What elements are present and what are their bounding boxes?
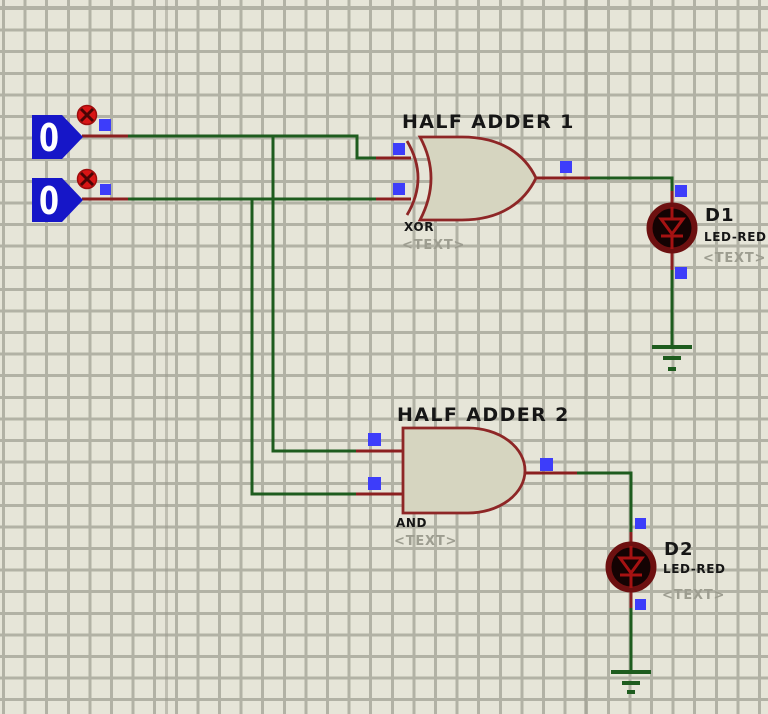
selection-handle[interactable] bbox=[635, 599, 646, 610]
toggle-actuator-icon[interactable] bbox=[76, 104, 98, 126]
led-value-d1: LED-RED bbox=[704, 230, 767, 244]
selection-handle[interactable] bbox=[368, 477, 381, 490]
logic-input-2-state: 0 bbox=[39, 179, 59, 223]
logic-input-1-state: 0 bbox=[39, 116, 59, 160]
selection-handle[interactable] bbox=[368, 433, 381, 446]
led-value-d2: LED-RED bbox=[663, 562, 726, 576]
selection-handle[interactable] bbox=[540, 458, 553, 471]
logic-input-1[interactable]: 0 bbox=[32, 104, 98, 161]
grid-major-line bbox=[584, 0, 587, 714]
selection-handle[interactable] bbox=[393, 143, 405, 155]
selection-handle[interactable] bbox=[393, 183, 405, 195]
gate-type-label-and: AND bbox=[396, 516, 428, 530]
led-diode-symbol bbox=[658, 207, 686, 249]
led-text-placeholder: <TEXT> bbox=[703, 251, 767, 266]
xor-gate-body[interactable] bbox=[417, 135, 538, 222]
selection-handle[interactable] bbox=[675, 185, 687, 197]
component-pins bbox=[82, 134, 674, 608]
gate-text-placeholder: <TEXT> bbox=[394, 534, 458, 549]
logic-input-body[interactable] bbox=[32, 115, 83, 159]
gate-title-half-adder-2: HALF ADDER 2 bbox=[397, 404, 570, 426]
toggle-actuator-icon[interactable] bbox=[76, 168, 98, 190]
wire-and-out-to-d2[interactable] bbox=[576, 471, 633, 533]
led-diode-symbol bbox=[617, 546, 645, 588]
led-body[interactable] bbox=[646, 202, 698, 254]
led-d1[interactable] bbox=[646, 202, 698, 254]
and-gate[interactable] bbox=[401, 426, 527, 515]
led-text-placeholder: <TEXT> bbox=[662, 588, 726, 603]
xor-gate[interactable] bbox=[405, 135, 538, 222]
selection-handle[interactable] bbox=[100, 184, 111, 195]
ground-icon[interactable] bbox=[611, 670, 651, 694]
gate-type-label-xor: XOR bbox=[404, 220, 435, 234]
led-d2[interactable] bbox=[605, 541, 657, 593]
ground-icon[interactable] bbox=[652, 345, 692, 371]
wire-net-input2[interactable] bbox=[127, 197, 377, 496]
xor-gate-back-arc bbox=[405, 140, 420, 216]
gate-title-half-adder-1: HALF ADDER 1 bbox=[402, 111, 575, 133]
grid-major-line bbox=[165, 0, 168, 714]
led-ref-d2: D2 bbox=[664, 539, 694, 560]
gate-text-placeholder: <TEXT> bbox=[402, 238, 466, 253]
selection-handle[interactable] bbox=[675, 267, 687, 279]
wire-xor-out-to-d1[interactable] bbox=[589, 176, 674, 192]
wire-net-input1[interactable] bbox=[127, 134, 377, 453]
selection-handle[interactable] bbox=[635, 518, 646, 529]
selection-handle[interactable] bbox=[560, 161, 572, 173]
selection-handle[interactable] bbox=[99, 119, 111, 131]
and-gate-body[interactable] bbox=[401, 426, 527, 515]
logic-input-2[interactable]: 0 bbox=[32, 168, 98, 224]
logic-input-body[interactable] bbox=[32, 178, 83, 222]
led-body[interactable] bbox=[605, 541, 657, 593]
led-ref-d1: D1 bbox=[705, 205, 735, 226]
